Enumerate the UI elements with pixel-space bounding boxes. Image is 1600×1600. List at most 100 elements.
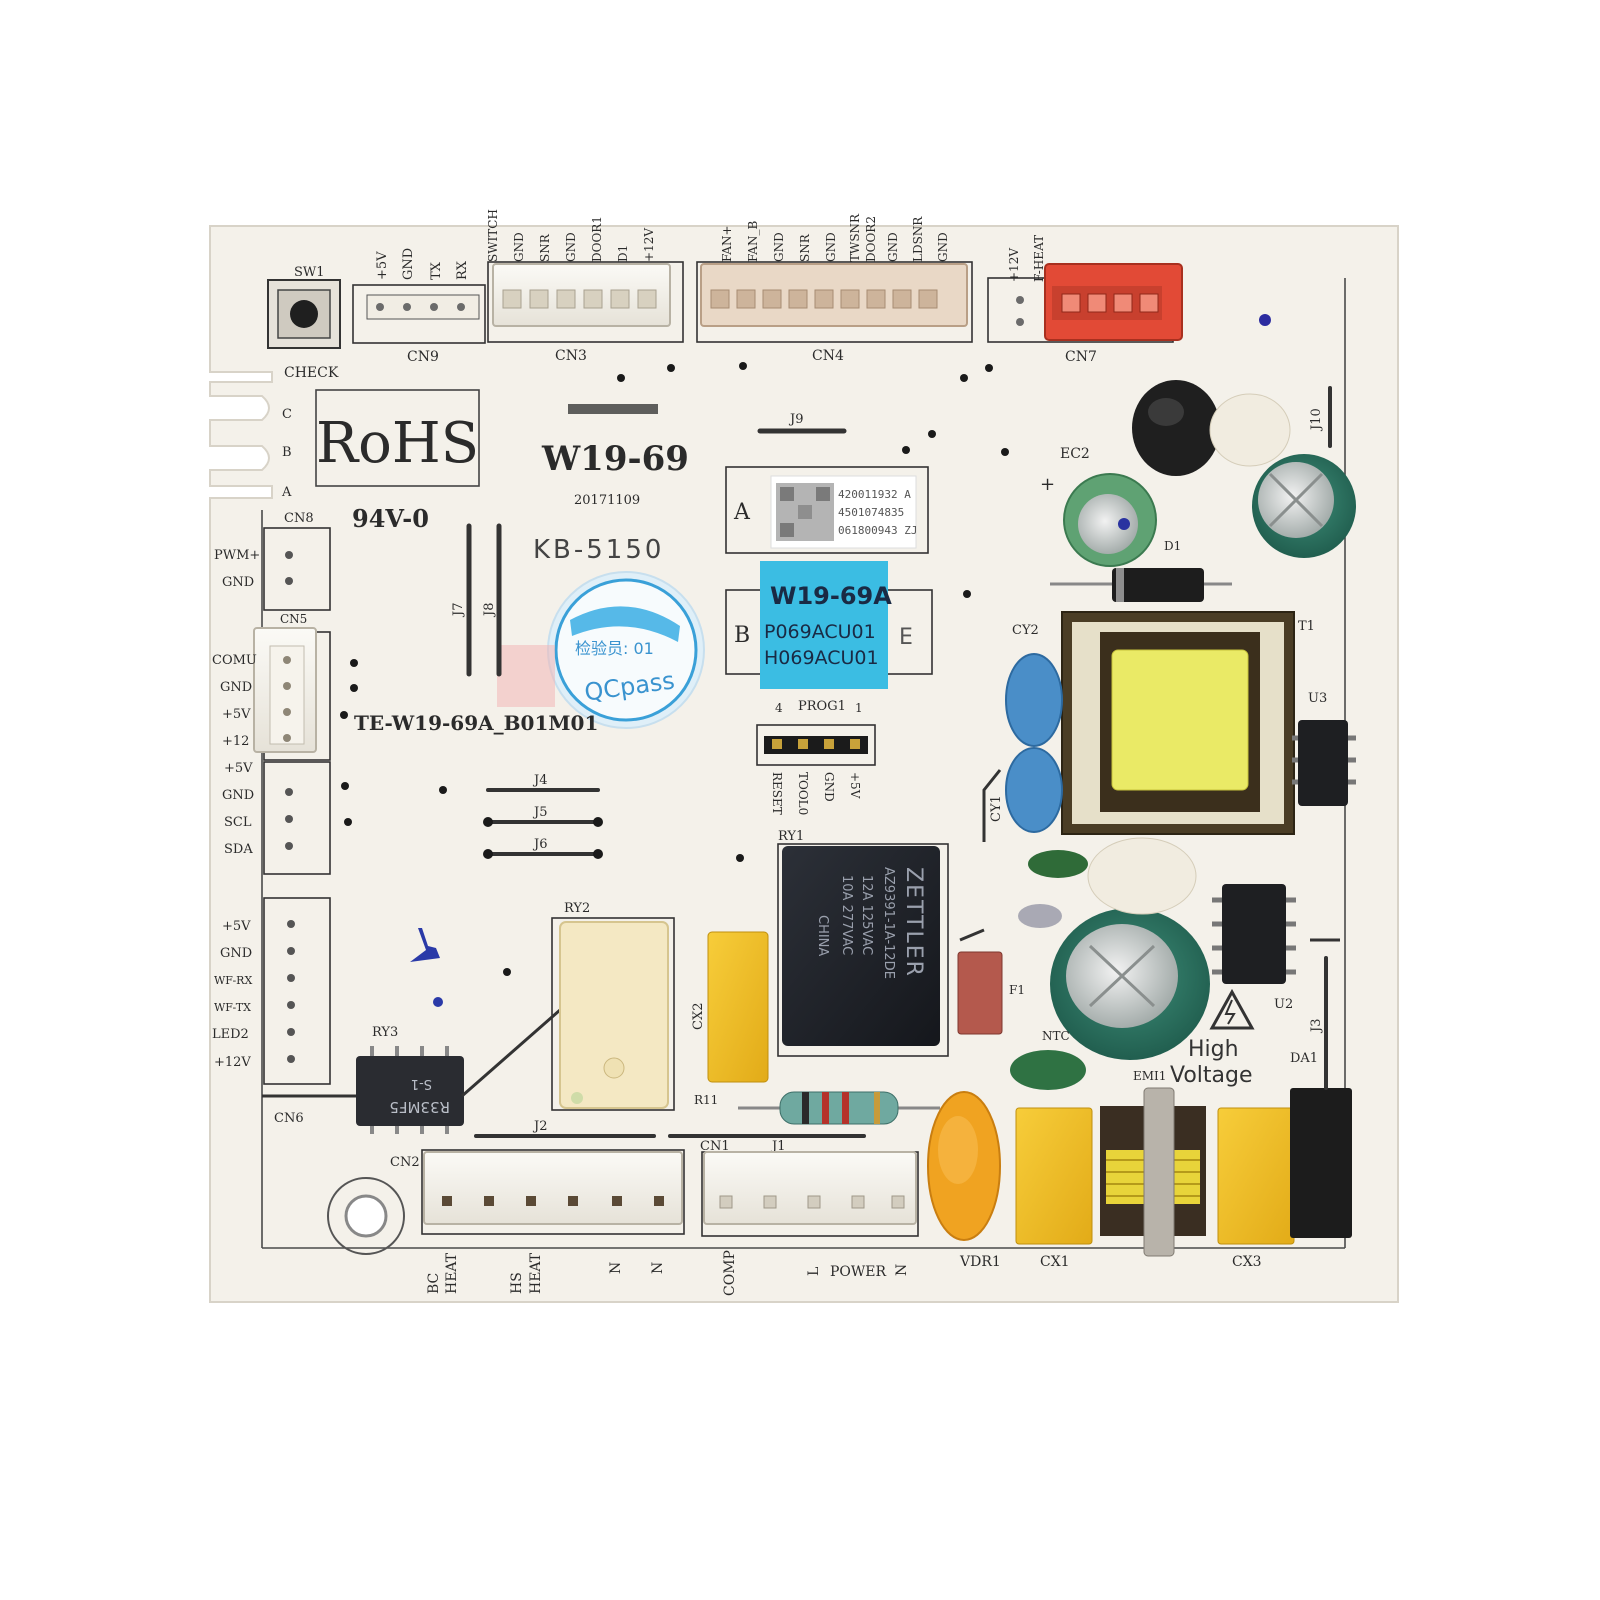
jumpers-j4-j6 xyxy=(486,788,600,856)
edge-letters: C B A xyxy=(281,407,292,500)
ec2-capacitor xyxy=(1063,473,1157,567)
cn9-pin-3: TX xyxy=(429,261,444,280)
cx1-capacitor xyxy=(1015,1107,1093,1245)
high-voltage-line-1: High xyxy=(1188,1037,1239,1062)
prog1-pin-reset: RESET xyxy=(770,772,784,815)
cx3-capacitor xyxy=(1217,1107,1295,1245)
cn8-footprint xyxy=(263,527,331,611)
sw1-label: SW1 xyxy=(294,265,325,280)
cn5-pin-1: COMU xyxy=(212,653,257,668)
cn2-label: CN2 xyxy=(390,1155,420,1170)
j1-label: J1 xyxy=(770,1139,785,1154)
cn1-power-label: POWER xyxy=(830,1264,887,1280)
mounting-hole xyxy=(344,1194,388,1238)
prog1-pin-5v: +5V xyxy=(848,772,862,799)
da1-bridge-rectifier xyxy=(1290,1088,1352,1238)
j10-label: J10 xyxy=(1309,408,1324,432)
cn1-label: CN1 xyxy=(700,1139,730,1154)
hs-heat-line-1: HS xyxy=(509,1272,525,1294)
silkscreen-traces xyxy=(959,769,1340,942)
cn3-pin-7: +12V xyxy=(642,228,656,262)
ry3-part-number: R33MF5 xyxy=(389,1098,450,1116)
cn1-pin-n: N xyxy=(894,1264,910,1276)
cn4-connector xyxy=(696,261,973,343)
cn6-pin-1: +5V xyxy=(222,919,251,934)
cn5-pin-3: +5V xyxy=(222,707,251,722)
cn4-pin-7: DOOR2 xyxy=(864,216,878,262)
cn1-pin-labels: COMP L POWER N xyxy=(722,1250,910,1296)
ink-dot xyxy=(1259,314,1271,326)
black-inductor xyxy=(1132,380,1220,476)
cn7-pin-2: F-HEAT xyxy=(1032,235,1046,282)
cn4-label: CN4 xyxy=(812,348,844,364)
cn9-pin-4: RX xyxy=(455,260,470,280)
ry2-relay xyxy=(551,917,675,1111)
cn4-pin-1: FAN+ xyxy=(720,225,734,262)
cn4-pin-9: LDSNR xyxy=(911,216,925,262)
i2c-pin-scl: SCL xyxy=(224,815,252,830)
prog1-header xyxy=(756,724,876,766)
cn4-pin-6: TWSNR xyxy=(848,213,862,262)
cn6-label: CN6 xyxy=(274,1111,304,1126)
i2c-pin-5v: +5V xyxy=(224,761,253,776)
cn6-pin-2: GND xyxy=(220,946,252,961)
ec2-polarity: + xyxy=(1040,474,1055,495)
date-code: 20171109 xyxy=(574,493,640,508)
cn2-pin-n1: N xyxy=(608,1262,624,1274)
label-b-side-text: E xyxy=(899,625,913,650)
cn1-pin-l: L xyxy=(806,1267,822,1276)
cn5-pin-4: +12 xyxy=(222,734,249,749)
cn3-label: CN3 xyxy=(555,348,587,364)
relay-brand: ZETTLER xyxy=(901,867,926,978)
i2c-pin-sda: SDA xyxy=(224,842,253,857)
j5-label: J5 xyxy=(532,805,547,820)
cx1-label: CX1 xyxy=(1040,1254,1070,1270)
blue-pen-mark xyxy=(410,928,440,962)
cn7-connector xyxy=(987,263,1183,343)
check-label: CHECK xyxy=(284,365,339,381)
cn1-pin-comp: COMP xyxy=(722,1250,738,1296)
prog1-pin-4-number: 4 xyxy=(775,701,783,715)
relay-rating-1: 12A 125VAC xyxy=(859,875,874,955)
board-model: W19-69 xyxy=(541,439,689,479)
cn3-pin-1: SWITCH xyxy=(486,209,500,262)
emi1-choke xyxy=(1100,1087,1206,1257)
cn4-pin-2: FAN_B xyxy=(746,221,760,262)
rohs-mark: RoHS xyxy=(316,411,479,476)
cn9-header xyxy=(352,284,486,344)
cn3-pin-3: SNR xyxy=(538,233,552,262)
bc-heat-line-1: BC xyxy=(426,1273,442,1294)
j2-label: J2 xyxy=(532,1119,547,1134)
qr-label-line-1: 420011932 A xyxy=(838,488,911,501)
edge-letter-c: C xyxy=(282,407,292,422)
sw1-push-button[interactable] xyxy=(267,279,341,349)
prog1-pin-labels: RESET TOOL0 GND +5V xyxy=(770,772,862,815)
obscured-brand-mark xyxy=(568,404,658,414)
ry2-label: RY2 xyxy=(564,901,590,916)
cn7-pin-1: +12V xyxy=(1007,248,1021,282)
f1-label: F1 xyxy=(1009,983,1025,997)
cn2-pin-n2: N xyxy=(650,1262,666,1274)
cn6-pin-5: LED2 xyxy=(212,1027,249,1042)
blue-sticker-line-3: H069ACU01 xyxy=(764,647,879,669)
i2c-pin-gnd: GND xyxy=(222,788,254,803)
ec2-label: EC2 xyxy=(1060,446,1090,462)
t1-label: T1 xyxy=(1298,619,1315,634)
j6-label: J6 xyxy=(532,837,547,852)
cn4-pin-5: GND xyxy=(824,232,838,262)
electrolytic-capacitor-large xyxy=(1050,908,1210,1060)
cx2-capacitor xyxy=(707,931,769,1083)
j7-label: J7 xyxy=(451,603,466,618)
cn9-pin-2: GND xyxy=(401,248,416,280)
r11-resistor xyxy=(779,1091,899,1125)
cn6-pin-labels: +5V GND WF-RX WF-TX LED2 +12V xyxy=(212,919,252,1070)
f1-fuse xyxy=(957,951,1003,1035)
cx3-label: CX3 xyxy=(1232,1254,1262,1270)
rohs-box xyxy=(315,389,480,487)
j4-label: J4 xyxy=(532,773,547,788)
prog1-pin-gnd: GND xyxy=(822,772,836,802)
cn4-pin-10: GND xyxy=(936,232,950,262)
part-number: TE-W19-69A_B01M01 xyxy=(354,711,598,735)
qc-pass-sticker: 检验员: 01 QCpass xyxy=(547,571,705,729)
cy2-label: CY2 xyxy=(1012,623,1039,638)
